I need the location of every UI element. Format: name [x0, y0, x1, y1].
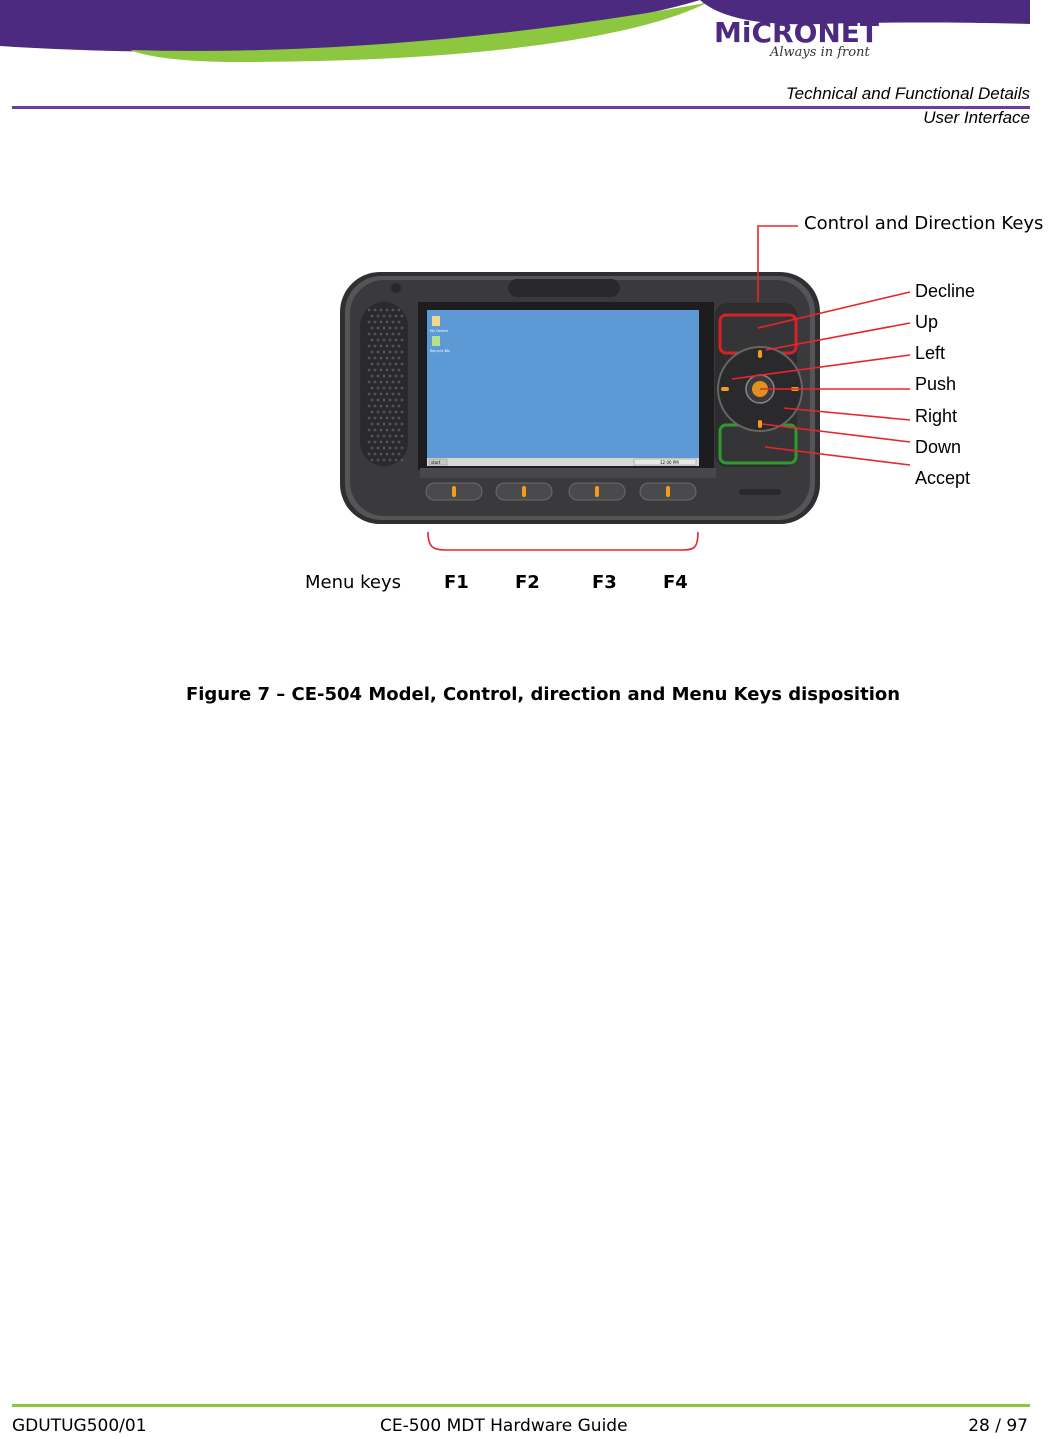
menu-key-indicator	[595, 486, 599, 497]
up-key-indicator	[758, 350, 762, 358]
f3-key-label: F3	[592, 572, 617, 593]
icon-label-my-device: My Device	[430, 329, 448, 333]
f2-key-label: F2	[515, 572, 540, 593]
device-figure: My Device Recycle Bin start 12:00 PM	[340, 225, 911, 551]
footer-rule	[12, 1404, 1030, 1407]
header-subsection-title: User Interface	[923, 108, 1030, 127]
callout-push: Push	[915, 374, 957, 394]
header-banner: MiCRONET Always in front	[0, 0, 1030, 62]
device-screen: My Device Recycle Bin start 12:00 PM	[418, 302, 714, 470]
svg-text:12:00 PM: 12:00 PM	[660, 460, 679, 465]
footer-title: CE-500 MDT Hardware Guide	[380, 1416, 628, 1436]
header-section-title: Technical and Functional Details	[785, 84, 1030, 103]
figure-caption: Figure 7 – CE-504 Model, Control, direct…	[185, 684, 901, 705]
my-device-icon	[432, 316, 440, 326]
footer-doc-id: GDUTUG500/01	[12, 1416, 147, 1436]
menu-keys-group	[425, 482, 697, 501]
callout-lines	[427, 225, 911, 551]
f4-key-label: F4	[663, 572, 688, 593]
icon-label-recycle-bin: Recycle Bin	[430, 349, 450, 353]
svg-text:start: start	[431, 460, 441, 465]
brand-logo: MiCRONET	[714, 16, 879, 49]
left-key-indicator	[721, 387, 729, 391]
callout-accept: Accept	[915, 468, 971, 488]
brand-tagline: Always in front	[769, 45, 870, 60]
down-key-indicator	[758, 420, 762, 428]
callout-up: Up	[915, 312, 939, 332]
speaker-grille	[360, 302, 408, 466]
footer-page-number: 28 / 97	[968, 1416, 1028, 1436]
control-keys-title: Control and Direction Keys	[804, 213, 1044, 234]
f1-key-label: F1	[444, 572, 469, 593]
system-tray	[633, 458, 697, 466]
menu-key-indicator	[522, 486, 526, 497]
menu-key-indicator	[666, 486, 670, 497]
menu-keys-label: Menu keys	[305, 572, 402, 593]
taskbar	[427, 458, 699, 466]
control-keys-bracket	[757, 225, 798, 302]
recycle-bin-icon	[432, 336, 440, 346]
start-button	[428, 458, 448, 466]
callout-left: Left	[915, 343, 946, 363]
menu-key-indicator	[452, 486, 456, 497]
callout-down: Down	[915, 437, 962, 457]
callout-decline: Decline	[915, 281, 976, 301]
menu-keys-bracket	[427, 531, 699, 551]
header-rule	[12, 106, 1030, 109]
callout-right: Right	[915, 406, 958, 426]
